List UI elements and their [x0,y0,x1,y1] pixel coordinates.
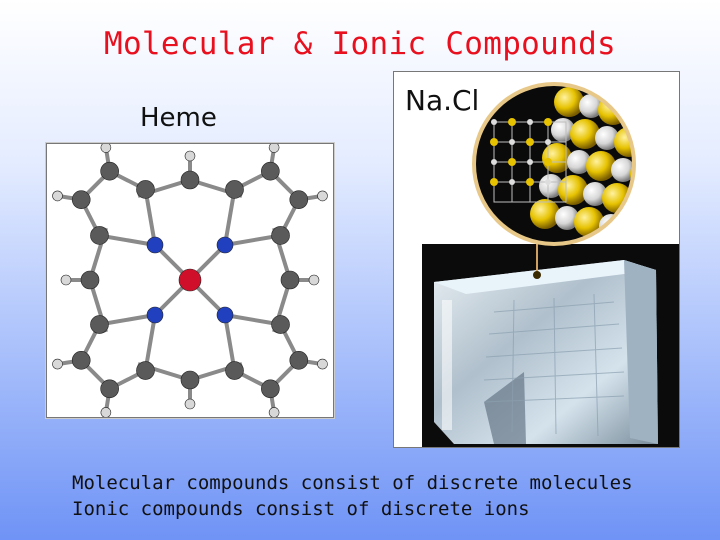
caption-ionic: Ionic compounds consist of discrete ions [72,498,530,520]
caption-molecular: Molecular compounds consist of discrete … [72,472,633,494]
nacl-image-panel [393,71,680,448]
salt-crystal-photo [422,244,679,447]
slide-title: Molecular & Ionic Compounds [103,26,617,62]
nacl-lattice-zoom [474,84,634,244]
heme-molecule-image [46,143,334,418]
nacl-label: Na.Cl [405,84,480,117]
heme-label: Heme [140,103,217,133]
